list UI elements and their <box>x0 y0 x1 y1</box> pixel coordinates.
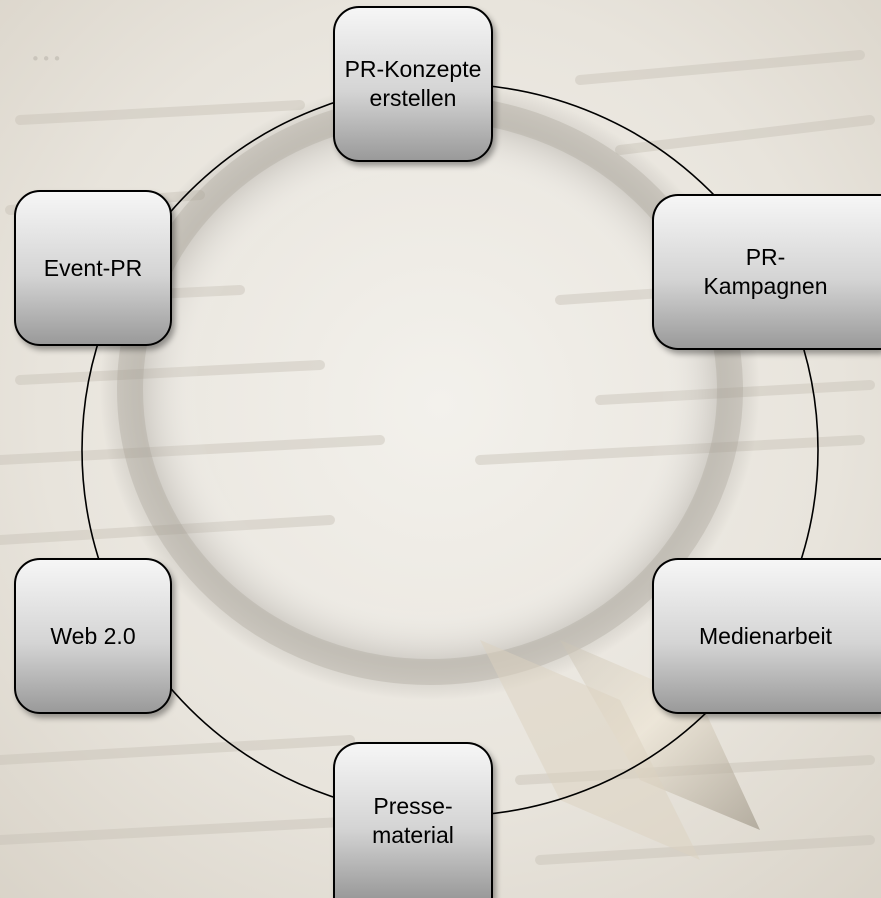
cycle-node-medienarbeit: Medienarbeit <box>652 558 881 714</box>
cycle-node-event-pr: Event-PR <box>14 190 172 346</box>
cycle-node-label: PR-Konzepte erstellen <box>344 56 482 111</box>
cycle-node-pressematerial: Presse- material <box>333 742 493 898</box>
cycle-node-label: Web 2.0 <box>50 622 136 649</box>
cycle-node-label: Event-PR <box>43 254 143 281</box>
bg-text-line: ... <box>30 29 62 69</box>
cycle-node-pr-kampagnen: PR- Kampagnen <box>652 194 881 350</box>
cycle-node-label: Medienarbeit <box>699 622 832 649</box>
cycle-node-label: PR- Kampagnen <box>703 244 828 299</box>
cycle-node-pr-konzepte: PR-Konzepte erstellen <box>333 6 493 162</box>
cycle-node-label: Presse- material <box>372 793 454 848</box>
cycle-node-web20: Web 2.0 <box>14 558 172 714</box>
